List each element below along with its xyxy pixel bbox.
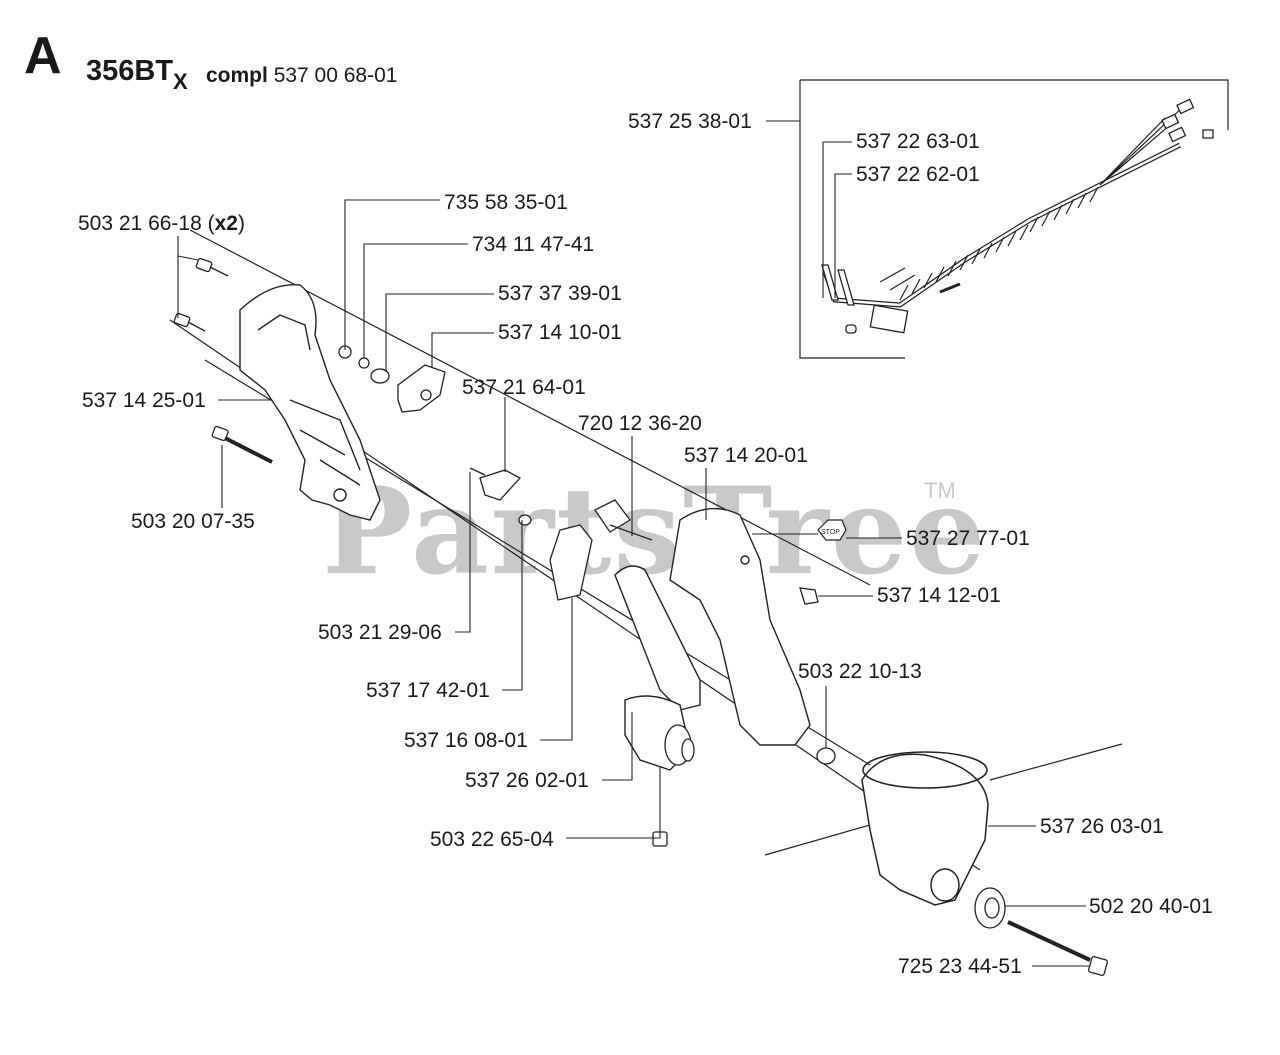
model-suffix: X: [173, 69, 188, 94]
leader-537373901: [385, 293, 494, 372]
throttle-handle-right: [669, 507, 811, 746]
callout-720123620: 720 12 36-20: [578, 412, 702, 435]
stop-sticker: STOP: [817, 519, 847, 541]
leader-537277701: [752, 533, 902, 539]
leader-503212906: [455, 472, 471, 633]
callout-537216401: 537 21 64-01: [462, 376, 586, 399]
wiring-harness: [821, 98, 1214, 334]
leader-734114741: [363, 243, 468, 358]
section-letter: A: [24, 27, 62, 85]
leader-537226201: [834, 173, 852, 298]
callout-503226504: 503 22 65-04: [430, 828, 554, 851]
complete-assembly-label: compl 537 00 68-01: [206, 65, 397, 86]
callout-537141001: 537 14 10-01: [498, 321, 622, 344]
callout-537142001: 537 14 20-01: [684, 444, 808, 467]
callout-537260301: 537 26 03-01: [1040, 815, 1164, 838]
parts-tree-watermark: PartsTree: [322, 461, 988, 602]
leader-735583501: [344, 199, 440, 350]
shaft-clamp: [861, 751, 989, 906]
callout-537260201: 537 26 02-01: [465, 769, 589, 792]
hex-nut: [816, 747, 836, 765]
long-bolt: [1007, 920, 1108, 976]
callout-503216618: 503 21 66-18 (x2): [78, 212, 245, 235]
callout-502204001: 502 20 40-01: [1089, 895, 1213, 918]
callout-503216618-number: 503 21 66-18: [78, 212, 202, 235]
model-base: 356BT: [86, 55, 174, 87]
callout-503221013: 503 22 10-13: [798, 660, 922, 683]
callout-537226301: 537 22 63-01: [856, 130, 980, 153]
callout-537141201: 537 14 12-01: [877, 584, 1001, 607]
knob-and-washers: [338, 345, 446, 413]
trigger-assembly: [469, 467, 653, 601]
callout-735583501: 735 58 35-01: [444, 191, 568, 214]
callout-537373901: 537 37 39-01: [498, 282, 622, 305]
compl-part-number: 537 00 68-01: [273, 64, 398, 87]
leader-537141001: [431, 332, 494, 368]
clamp-gear: [974, 887, 1006, 929]
page-header: A 356BTX compl 537 00 68-01: [0, 0, 1280, 110]
leader-503226504: [566, 766, 661, 839]
leader-537226301: [822, 141, 852, 298]
throttle-handle-left: [614, 565, 701, 771]
stop-text: STOP: [821, 529, 840, 536]
watermark-trademark: TM: [924, 478, 956, 503]
callout-537277701: 537 27 77-01: [906, 527, 1030, 550]
handle-bolt: [799, 587, 819, 605]
leader-5032166: [177, 236, 199, 318]
quantity-x2: x2: [214, 212, 238, 235]
callout-537142501: 537 14 25-01: [82, 389, 206, 412]
callout-537226201: 537 22 62-01: [856, 163, 980, 186]
callout-734114741: 734 11 47-41: [472, 233, 595, 256]
callout-503212906: 503 21 29-06: [318, 621, 442, 644]
callout-537160801: 537 16 08-01: [404, 729, 528, 752]
callout-537253801: 537 25 38-01: [628, 110, 752, 133]
callout-503200735: 503 20 07-35: [131, 510, 255, 533]
leader-537260201: [602, 712, 633, 781]
leader-537174201: [502, 520, 523, 691]
callout-725234451: 725 23 44-51: [898, 955, 1022, 978]
shaft-line-right: [989, 743, 1123, 781]
compl-word: compl: [206, 64, 268, 87]
handle-screws: [173, 257, 273, 464]
model-name: 356BTX: [86, 55, 188, 93]
harness-inset-frame: [799, 79, 1229, 359]
leader-537160801: [540, 598, 573, 741]
callout-537174201: 537 17 42-01: [366, 679, 490, 702]
rear-handle-housing: [239, 284, 381, 521]
handle-bevel-gear: [664, 724, 695, 766]
